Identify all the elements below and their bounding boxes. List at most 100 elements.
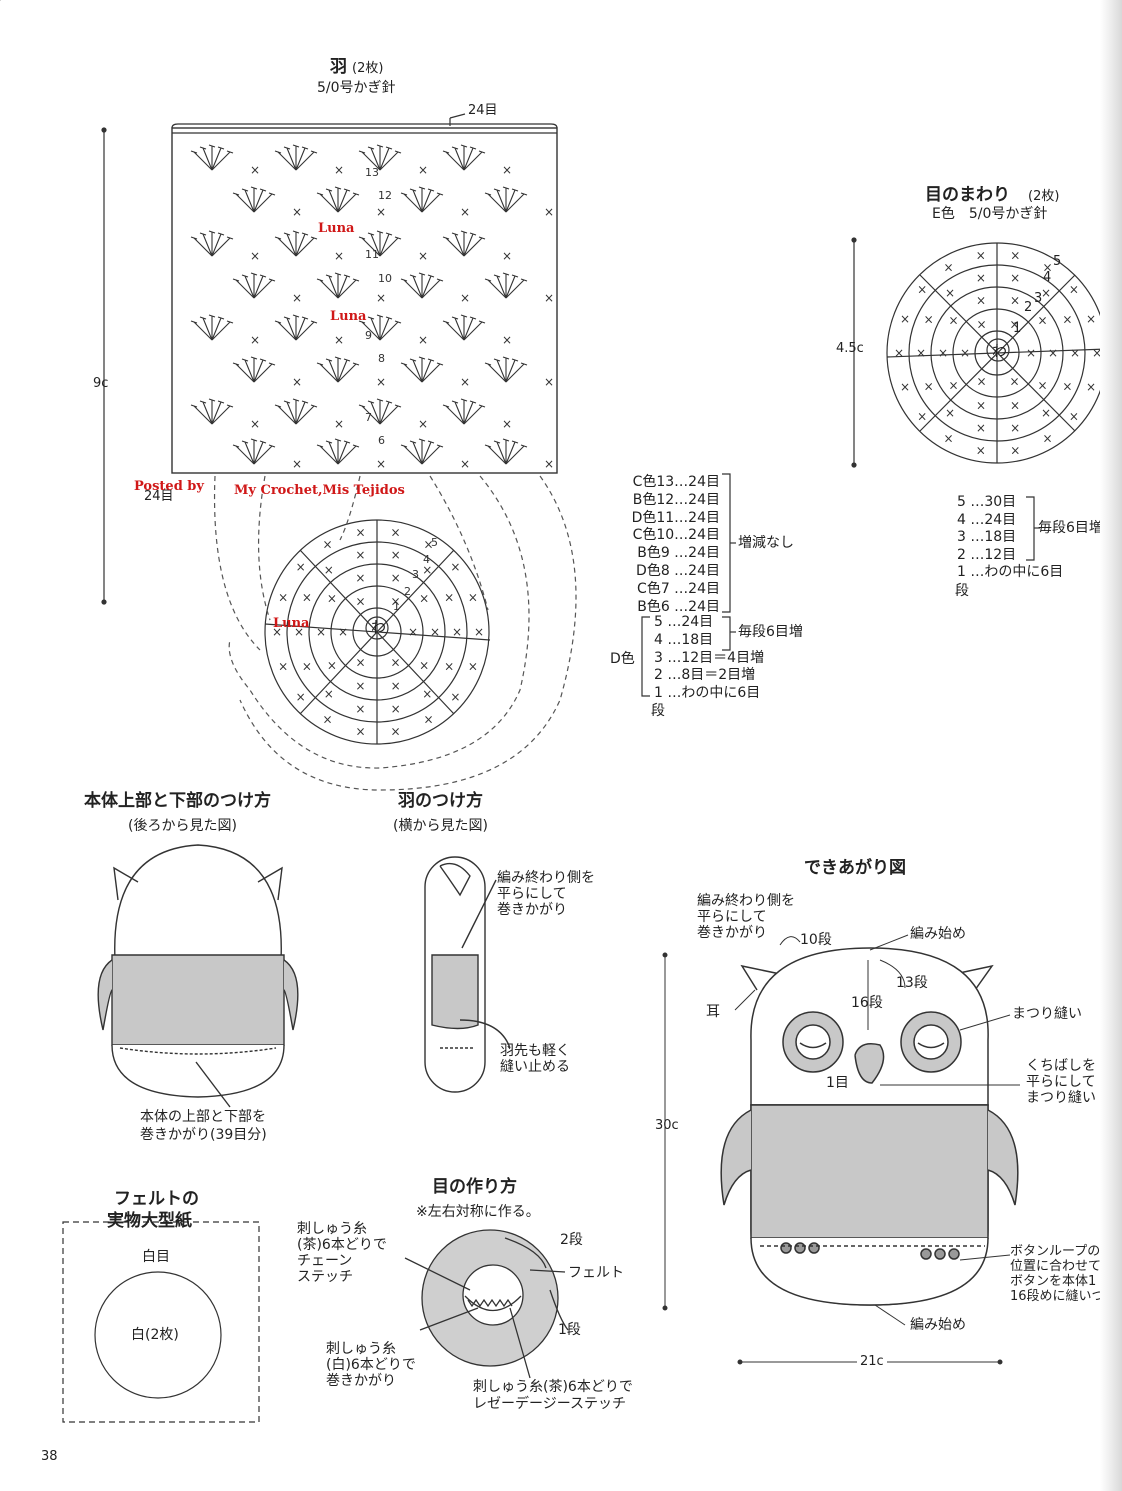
sc-stitch: × [355, 702, 365, 716]
sc-stitch: × [424, 538, 434, 552]
note-line: くちばしを [1026, 1058, 1096, 1074]
wing-bottom-stitches: 24目 [144, 489, 174, 504]
sc-stitch: × [292, 457, 302, 471]
sc-stitch: × [452, 625, 462, 639]
fan-stitch [484, 438, 528, 465]
sc-stitch: × [1010, 249, 1020, 263]
fan-stitch [190, 398, 234, 425]
wing-inc-list: 5 …24目 4 …18目 3 …12目＝4目増 2 …8目＝2目増 1 …わの… [654, 614, 764, 703]
note-line: 羽先も軽く [500, 1043, 570, 1059]
sc-stitch: × [1010, 317, 1020, 331]
body-join-note-1: 本体の上部と下部を [140, 1109, 266, 1125]
fan-stitch [484, 272, 528, 299]
fan-stitch [190, 230, 234, 257]
wing-color-row: C色13…24目 [632, 474, 720, 490]
sc-stitch: × [418, 249, 428, 263]
eye-ring-row-label: 1 [1013, 321, 1022, 336]
fan-stitch [232, 272, 276, 299]
watermark-luna-2: Luna [330, 309, 367, 324]
note-line: ボタンを本体1 [1010, 1274, 1097, 1289]
eye-ring-row: 5 …30目 [957, 494, 1017, 510]
sc-stitch: × [894, 346, 904, 360]
note-line: 編み終わり側を [697, 893, 795, 909]
finished-note-top: 編み終わり側を 平らにして 巻きかがり [697, 893, 795, 941]
sc-stitch: × [391, 595, 401, 609]
finished-beak-note: くちばしを 平らにして まつり縫い [1026, 1058, 1096, 1106]
eye-ring-row-label: 5 [1053, 254, 1062, 269]
wing-side-view [424, 856, 511, 1093]
wing-attach-note-1: 編み終わり側を 平らにして 巻きかがり [497, 870, 595, 918]
wing-color-row: B色6 …24目 [637, 598, 720, 615]
finished-ear: 耳 [706, 1004, 720, 1020]
fan-stitch [442, 230, 486, 257]
sc-stitch: × [391, 679, 401, 693]
sc-stitch: × [1037, 378, 1047, 392]
finished-start-bottom: 編み始め [910, 1317, 966, 1333]
sc-stitch: × [938, 346, 948, 360]
finished-start-top: 編み始め [910, 926, 966, 942]
fan-stitch [400, 438, 444, 465]
sc-stitch: × [391, 702, 401, 716]
sc-stitch: × [502, 163, 512, 177]
sc-stitch: × [278, 590, 288, 604]
sc-stitch: × [1092, 346, 1102, 360]
wing-round-row-number: 3 [412, 568, 419, 581]
sc-stitch: × [324, 687, 334, 701]
sc-stitch: × [418, 333, 428, 347]
sc-stitch: × [1010, 375, 1020, 389]
eye-make-left-note-1: 刺しゅう糸 (茶)6本どりで チェーン ステッチ [297, 1221, 387, 1285]
sc-stitch: × [418, 417, 428, 431]
fan-stitch [274, 230, 318, 257]
finished-row1: 1目 [826, 1075, 849, 1091]
eye-ring-chart [851, 237, 1108, 561]
wing-row-number: 12 [378, 189, 392, 202]
eye-make-felt: フェルト [568, 1265, 624, 1281]
sc-stitch: × [424, 712, 434, 726]
eye-make-row2: 2段 [560, 1232, 583, 1248]
fan-stitch [400, 356, 444, 383]
sc-stitch: × [376, 205, 386, 219]
sc-stitch: × [450, 690, 460, 704]
note-line: 位置に合わせて [1010, 1259, 1102, 1274]
sc-stitch: × [1043, 432, 1053, 446]
note-line: チェーン [297, 1253, 353, 1269]
sc-stitch: × [391, 526, 401, 540]
eye-ring-row-label: 4 [1043, 270, 1052, 285]
note-line: 刺しゅう糸 [297, 1221, 367, 1237]
sc-stitch: × [1062, 313, 1072, 327]
note-line: レゼーデージーステッチ [473, 1396, 627, 1412]
wing-round-row-number: 4 [423, 553, 430, 566]
sc-stitch: × [502, 417, 512, 431]
sc-stitch: × [976, 249, 986, 263]
sc-stitch: × [1010, 271, 1020, 285]
sc-stitch: × [945, 286, 955, 300]
sc-stitch: × [296, 690, 306, 704]
sc-stitch: × [976, 398, 986, 412]
eye-make-diagram [404, 1229, 569, 1379]
fan-stitch [400, 186, 444, 213]
sc-stitch: × [460, 457, 470, 471]
sc-stitch: × [917, 410, 927, 424]
note-line: ボタンループの [1010, 1244, 1101, 1259]
owl-back-view [97, 844, 299, 1108]
sc-stitch: × [917, 282, 927, 296]
fan-stitch [232, 186, 276, 213]
wing-inc-note: 毎段6目増 [738, 624, 803, 640]
sc-stitch: × [924, 379, 934, 393]
sc-stitch: × [949, 378, 959, 392]
sc-stitch: × [302, 591, 312, 605]
page-number: 38 [41, 1449, 58, 1464]
sc-stitch: × [356, 595, 366, 609]
felt-white-count: 白(2枚) [131, 1327, 179, 1343]
sc-stitch: × [1043, 260, 1053, 274]
fan-stitch [274, 398, 318, 425]
sc-stitch: × [327, 591, 337, 605]
note-line: 巻きかがり [697, 925, 767, 941]
eye-make-left-note-2: 刺しゅう糸 (白)6本どりで 巻きかがり [326, 1341, 416, 1389]
fan-stitch [274, 144, 318, 171]
fan-stitch [484, 186, 528, 213]
wing-attach-note-2: 羽先も軽く 縫い止める [500, 1043, 570, 1075]
sc-stitch: × [391, 548, 401, 562]
sc-stitch: × [1086, 312, 1096, 326]
